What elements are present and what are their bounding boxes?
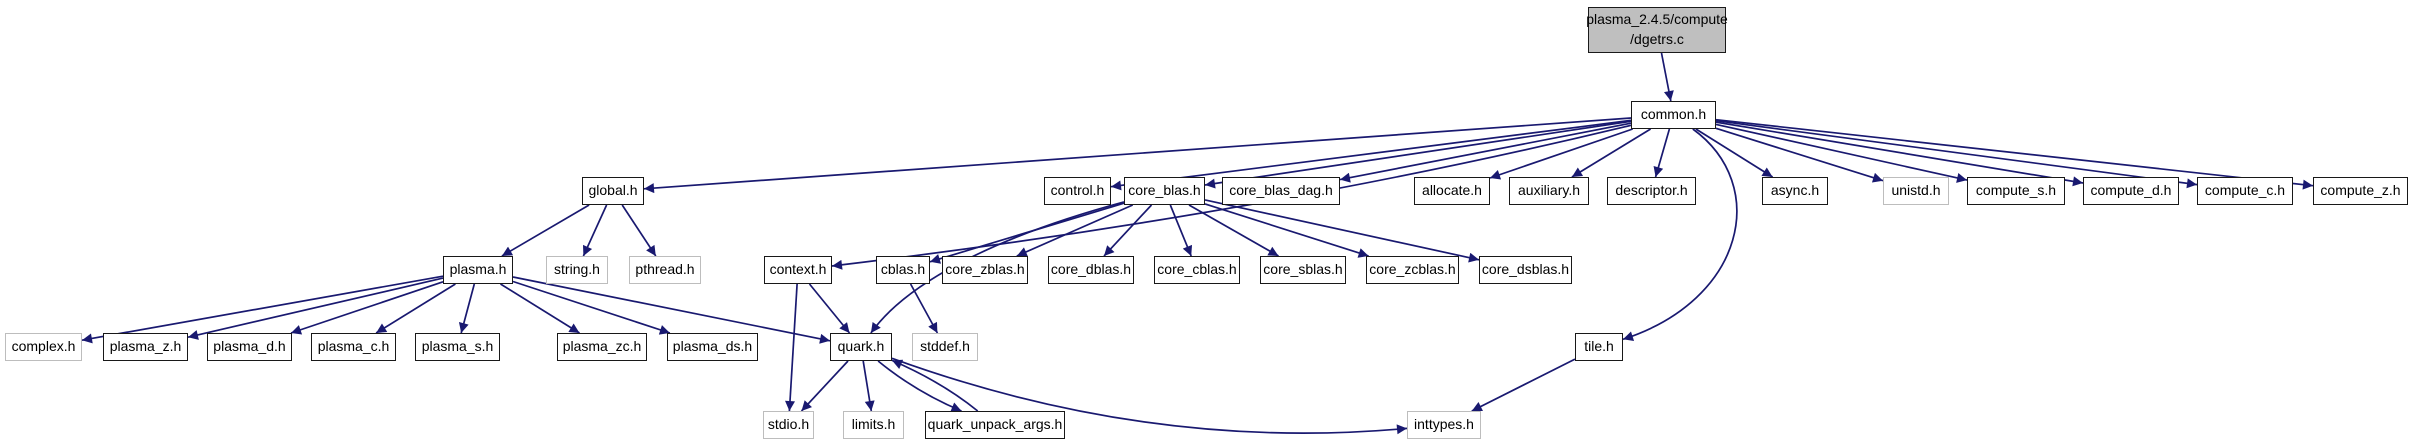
- edge-plasma-h-complex-h: [81, 275, 444, 344]
- edge-plasma-h-plasma-ds-h: [512, 280, 671, 335]
- edge-quark-h-inttypes-h: [891, 357, 1408, 435]
- edge-core-blas-h-core-cblas-h: [1169, 204, 1193, 257]
- edge-core-blas-h-core-sblas-h: [1188, 204, 1279, 257]
- edge-global-h-plasma-h: [501, 204, 590, 257]
- edge-common-h-compute-d-h: [1715, 121, 2084, 187]
- node-plasma-z-h[interactable]: plasma_z.h: [103, 333, 188, 361]
- edge-common-h-control-h: [1110, 119, 1632, 191]
- edge-common-h-compute-z-h: [1715, 118, 2314, 190]
- edge-common-h-auxiliary-h: [1571, 128, 1652, 178]
- node-complex-h: complex.h: [5, 333, 82, 361]
- edge-global-h-pthread-h: [621, 204, 657, 257]
- edge-quark-h-stdio-h: [800, 360, 849, 412]
- node-pthread-h: pthread.h: [629, 256, 701, 284]
- edge-common-h-global-h: [643, 117, 1632, 194]
- node-core-zblas-h[interactable]: core_zblas.h: [942, 256, 1028, 284]
- node-compute-d-h[interactable]: compute_d.h: [2083, 177, 2179, 205]
- edge-quark-unpack-args-h-quark-h: [891, 359, 979, 412]
- edge-core-blas-h-core-zblas-h: [1016, 204, 1134, 257]
- node-compute-z-h[interactable]: compute_z.h: [2313, 177, 2408, 205]
- node-quark-h[interactable]: quark.h: [830, 333, 892, 361]
- edge-plasma-h-plasma-d-h: [290, 280, 444, 335]
- edge-core-blas-h-core-zcblas-h: [1204, 203, 1369, 258]
- node-context-h[interactable]: context.h: [764, 256, 832, 284]
- edge-dgetrs-c-common-h: [1660, 52, 1674, 102]
- node-core-zcblas-h[interactable]: core_zcblas.h: [1366, 256, 1459, 284]
- node-plasma-d-h[interactable]: plasma_d.h: [207, 333, 292, 361]
- node-core-dsblas-h[interactable]: core_dsblas.h: [1479, 256, 1572, 284]
- node-stddef-h: stddef.h: [912, 333, 978, 361]
- node-unistd-h: unistd.h: [1883, 177, 1949, 205]
- edge-common-h-compute-s-h: [1715, 123, 1968, 183]
- edge-plasma-h-quark-h: [512, 276, 831, 344]
- node-compute-s-h[interactable]: compute_s.h: [1967, 177, 2065, 205]
- edge-core-blas-h-core-dblas-h: [1103, 204, 1153, 257]
- edge-plasma-h-plasma-zc-h: [500, 283, 580, 334]
- node-common-h[interactable]: common.h: [1631, 101, 1716, 129]
- edge-core-blas-h-core-dsblas-h: [1204, 199, 1480, 263]
- node-stdio-h: stdio.h: [763, 411, 814, 439]
- edge-common-h-compute-c-h: [1715, 119, 2198, 189]
- node-compute-c-h[interactable]: compute_c.h: [2197, 177, 2293, 205]
- edge-common-h-descriptor-h: [1653, 128, 1671, 178]
- node-core-blas-dag-h[interactable]: core_blas_dag.h: [1222, 177, 1340, 205]
- node-core-blas-h[interactable]: core_blas.h: [1124, 177, 1205, 205]
- edge-plasma-h-plasma-z-h: [187, 277, 444, 340]
- node-plasma-c-h[interactable]: plasma_c.h: [311, 333, 396, 361]
- node-limits-h: limits.h: [843, 411, 904, 439]
- edge-context-h-quark-h: [808, 283, 851, 334]
- node-plasma-zc-h[interactable]: plasma_zc.h: [557, 333, 647, 361]
- node-inttypes-h: inttypes.h: [1407, 411, 1481, 439]
- node-global-h[interactable]: global.h: [582, 177, 644, 205]
- node-control-h[interactable]: control.h: [1044, 177, 1111, 205]
- node-plasma-s-h[interactable]: plasma_s.h: [415, 333, 500, 361]
- node-allocate-h[interactable]: allocate.h: [1414, 177, 1490, 205]
- edge-common-h-async-h: [1695, 128, 1774, 178]
- edge-global-h-string-h: [582, 204, 608, 257]
- node-plasma-ds-h[interactable]: plasma_ds.h: [667, 333, 758, 361]
- edge-common-h-unistd-h: [1715, 127, 1884, 183]
- node-string-h: string.h: [546, 256, 608, 284]
- edge-quark-h-quark-unpack-args-h: [877, 360, 962, 412]
- edge-context-h-stdio-h: [785, 283, 798, 412]
- node-descriptor-h[interactable]: descriptor.h: [1607, 177, 1696, 205]
- edge-quark-h-limits-h: [862, 360, 875, 412]
- edge-plasma-h-plasma-s-h: [458, 283, 476, 334]
- edge-common-h-core-blas-h: [1204, 120, 1632, 189]
- edge-common-h-core-blas-dag-h: [1339, 122, 1632, 183]
- node-auxiliary-h[interactable]: auxiliary.h: [1509, 177, 1589, 205]
- node-core-cblas-h[interactable]: core_cblas.h: [1154, 256, 1240, 284]
- edge-plasma-h-plasma-c-h: [375, 283, 456, 334]
- edge-common-h-context-h: [831, 124, 1632, 270]
- edge-cblas-h-stddef-h: [909, 283, 939, 334]
- node-dgetrs-c: plasma_2.4.5/compute /dgetrs.c: [1586, 7, 1728, 53]
- node-core-dblas-h[interactable]: core_dblas.h: [1048, 256, 1134, 284]
- node-async-h[interactable]: async.h: [1762, 177, 1828, 205]
- edge-common-h-allocate-h: [1489, 128, 1633, 180]
- node-tile-h[interactable]: tile.h: [1575, 333, 1623, 361]
- edge-common-h-tile-h: [1622, 128, 1738, 341]
- node-core-sblas-h[interactable]: core_sblas.h: [1260, 256, 1346, 284]
- edge-tile-h-inttypes-h: [1471, 358, 1576, 412]
- node-plasma-h[interactable]: plasma.h: [443, 256, 513, 284]
- node-cblas-h[interactable]: cblas.h: [876, 256, 930, 284]
- node-quark-unpack-args-h[interactable]: quark_unpack_args.h: [925, 411, 1065, 439]
